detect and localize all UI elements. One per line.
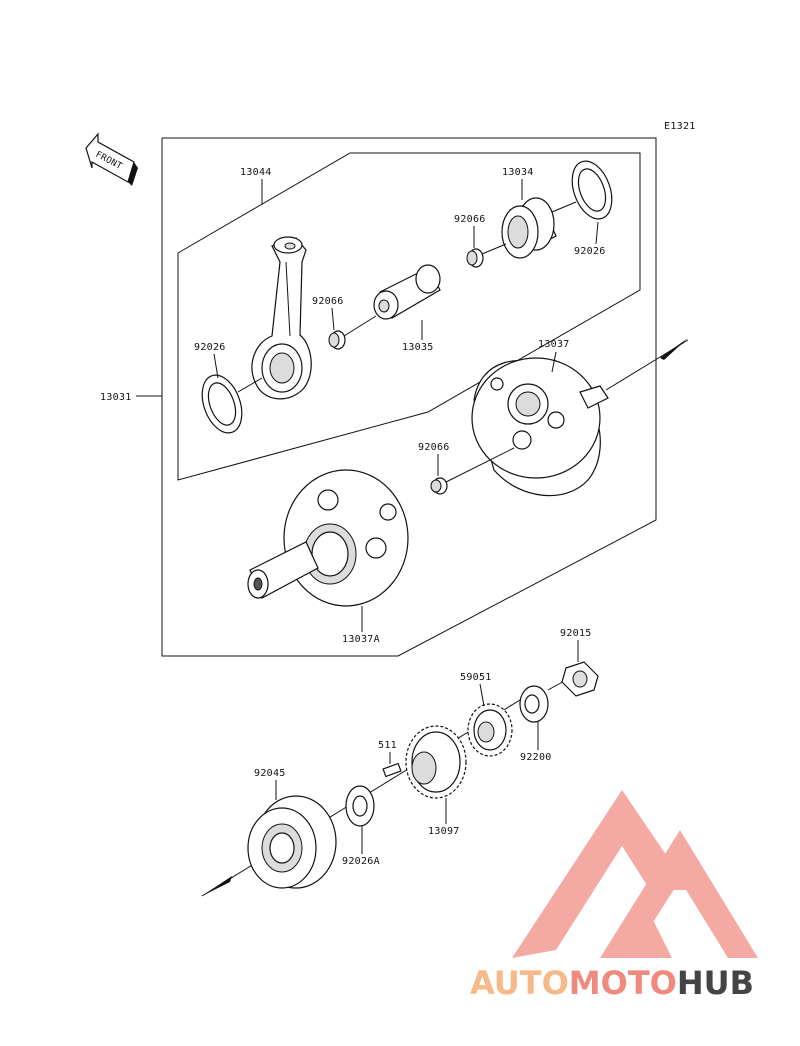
label-92026A: 92026A	[342, 856, 380, 867]
key-511	[382, 762, 402, 778]
axis-line	[343, 315, 377, 337]
watermark-part-hub: HUB	[677, 964, 754, 1002]
watermark-logo	[512, 790, 758, 958]
flywheel-13037	[471, 357, 609, 497]
label-13097: 13097	[428, 826, 460, 837]
washer-92200	[519, 685, 549, 723]
nut-92015	[561, 661, 599, 697]
label-92026-left: 92026	[194, 342, 226, 353]
axis-line	[237, 377, 263, 393]
label-59051: 59051	[460, 672, 492, 683]
label-92045: 92045	[254, 768, 286, 779]
label-511: 511	[378, 740, 397, 751]
assembly-13031-outline	[161, 137, 657, 657]
thrust-washer-92026-left	[201, 374, 243, 434]
diagram-code: E1321	[664, 121, 696, 132]
bushing-92066-middle	[328, 330, 346, 350]
label-13035: 13035	[402, 342, 434, 353]
front-arrow-icon: FRONT	[85, 132, 138, 186]
label-13031: 13031	[100, 392, 132, 403]
thrust-washer-92026-right	[571, 160, 613, 220]
arrow-head	[660, 338, 688, 360]
needle-bearing-13034	[501, 197, 557, 259]
arrow-head	[202, 876, 232, 896]
label-13037A: 13037A	[342, 634, 380, 645]
gear-13097	[405, 725, 467, 799]
leader-line	[479, 683, 485, 707]
leader-line	[213, 353, 219, 379]
ball-bearing-92045	[247, 795, 337, 889]
watermark-part-moto: MOTO	[569, 964, 677, 1002]
bushing-92066-lower	[430, 477, 448, 495]
label-92015: 92015	[560, 628, 592, 639]
label-92200: 92200	[520, 752, 552, 763]
axis-line	[551, 201, 577, 213]
leader-line	[595, 221, 599, 245]
label-92066-upper: 92066	[454, 214, 486, 225]
label-92066-lower: 92066	[418, 442, 450, 453]
watermark-part-auto: AUTO	[470, 964, 569, 1002]
leader-line	[331, 307, 335, 331]
label-13044: 13044	[240, 167, 272, 178]
watermark-text: AUTOMOTOHUB	[470, 964, 754, 1002]
washer-92026A	[345, 785, 375, 827]
assembly-13044-outline	[177, 152, 641, 481]
label-13034: 13034	[502, 167, 534, 178]
axis-line	[481, 243, 507, 255]
connecting-rod	[251, 236, 312, 400]
leader-line	[551, 351, 557, 373]
bushing-92066-upper	[466, 248, 484, 268]
label-92066-middle: 92066	[312, 296, 344, 307]
label-92026-right: 92026	[574, 246, 606, 257]
crank-pin-13035	[373, 264, 441, 320]
gear-59051	[467, 703, 513, 757]
flywheel-13037A	[247, 469, 409, 607]
axis-line	[445, 447, 515, 483]
label-13037: 13037	[538, 339, 570, 350]
